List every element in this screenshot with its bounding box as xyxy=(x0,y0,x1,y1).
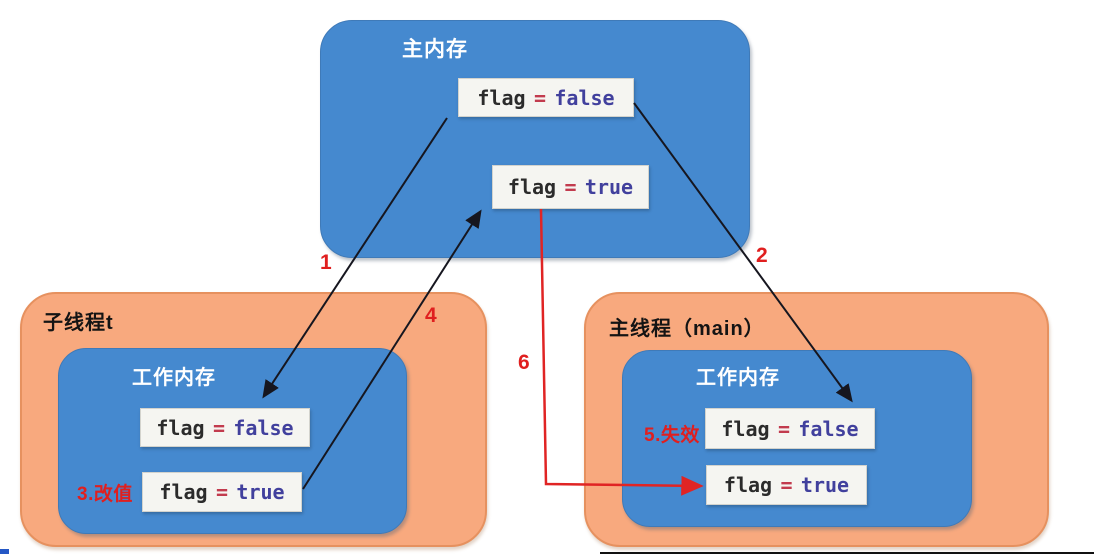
code-var: flag xyxy=(507,175,557,199)
step5-invalidate-label: 5.失效 xyxy=(644,425,700,446)
arrow-label-4: 4 xyxy=(425,304,437,327)
code-operator: = xyxy=(777,416,790,441)
main-thread-title: 主线程（main） xyxy=(609,318,765,340)
code-value: true xyxy=(584,175,634,199)
code-operator: = xyxy=(215,480,229,504)
code-var: flag xyxy=(159,480,208,504)
code-value: true xyxy=(800,473,850,497)
main-memory-flag-false-box: flag = false xyxy=(458,78,634,117)
main-memory-flag-true-box: flag = true xyxy=(492,165,649,209)
child-working-flag-false-box: flag = false xyxy=(140,408,310,447)
code-var: flag xyxy=(721,416,770,441)
child-thread-title: 子线程t xyxy=(43,312,114,334)
code-operator: = xyxy=(212,415,225,440)
code-value: false xyxy=(233,415,294,440)
main-thread-working-memory-title: 工作内存 xyxy=(696,367,780,389)
main-memory-panel xyxy=(320,20,750,258)
main-thread-working-flag-false-box: flag = false xyxy=(705,408,875,449)
code-var: flag xyxy=(156,415,205,440)
code-value: true xyxy=(236,480,285,504)
code-var: flag xyxy=(723,473,773,497)
child-working-flag-true-box: flag = true xyxy=(142,472,302,512)
code-var: flag xyxy=(477,85,526,110)
code-value: false xyxy=(554,85,615,110)
arrow-label-6: 6 xyxy=(518,351,530,374)
code-operator: = xyxy=(564,175,577,199)
main-memory-title: 主内存 xyxy=(402,38,468,61)
code-operator: = xyxy=(533,85,546,110)
main-thread-working-flag-true-box: flag = true xyxy=(706,465,867,505)
bottom-left-artifact xyxy=(0,549,9,554)
code-operator: = xyxy=(780,473,793,497)
step3-change-value-label: 3.改值 xyxy=(77,484,133,505)
child-working-memory-title: 工作内存 xyxy=(132,367,216,389)
code-value: false xyxy=(798,416,859,441)
arrow-label-1: 1 xyxy=(320,251,332,274)
arrow-label-2: 2 xyxy=(756,244,768,267)
